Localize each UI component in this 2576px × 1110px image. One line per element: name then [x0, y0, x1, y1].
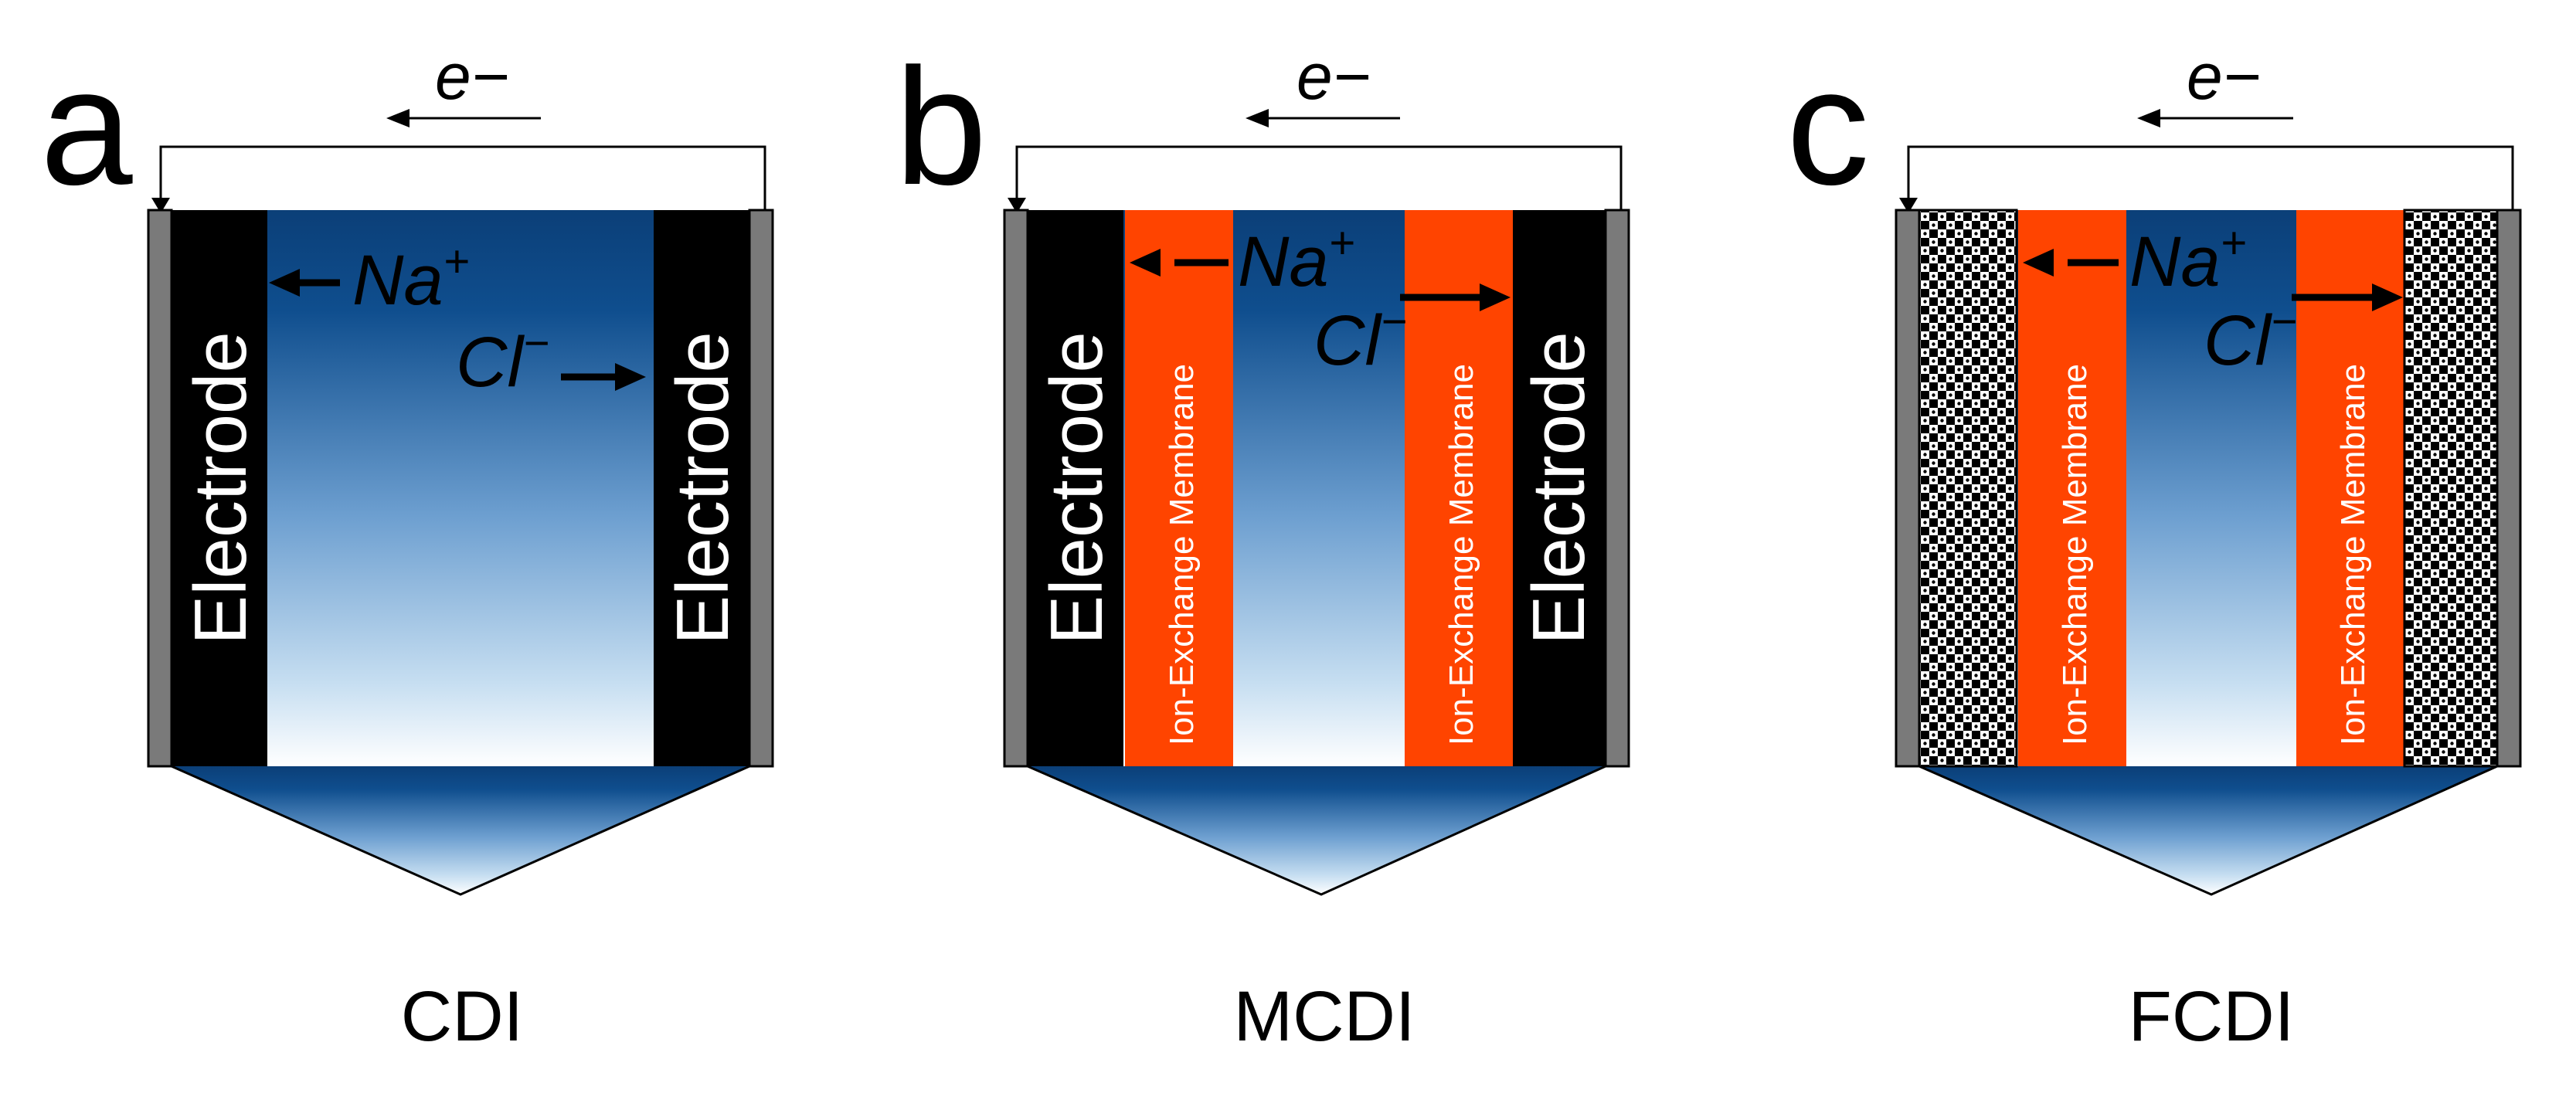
current-collector-right — [2496, 209, 2522, 768]
anion-label: Cl− — [1313, 297, 1407, 380]
anion-label: Cl− — [456, 318, 549, 402]
external-circuit: e− — [1899, 40, 2514, 213]
cation-label: Na+ — [2129, 218, 2246, 301]
anion-migration: Cl− — [2204, 283, 2403, 380]
panel-letter: c — [1786, 33, 1870, 219]
cation-label: Na+ — [352, 236, 469, 320]
membrane-left — [1125, 210, 1233, 766]
membrane-right-label: Ion-Exchange Membrane — [2334, 364, 2372, 745]
current-collector-left — [1895, 209, 1921, 768]
anion-migration: Cl− — [456, 318, 646, 402]
electron-flow-arrow-icon — [1246, 109, 1269, 127]
cation-label: Na+ — [1238, 218, 1354, 301]
panel-caption: CDI — [401, 977, 523, 1056]
electron-label: e− — [435, 40, 509, 113]
electron-label: e− — [1296, 40, 1371, 113]
electron-label: e− — [2187, 40, 2261, 113]
circuit-arrowhead-icon — [151, 198, 170, 213]
arrow-right-icon — [615, 363, 646, 391]
electrode-right-label: Electrode — [661, 331, 744, 645]
outlet-funnel — [172, 766, 749, 894]
electrode-right — [1513, 210, 1606, 766]
membrane-left-label: Ion-Exchange Membrane — [1163, 364, 1201, 745]
external-circuit: e− — [151, 40, 766, 213]
membrane-left — [2018, 210, 2126, 766]
current-collector-left — [147, 209, 173, 768]
panel-fcdi: c e− Ion-Exchange Membrane Ion-Exchange … — [1786, 33, 2522, 1056]
electron-flow-arrow-icon — [386, 109, 410, 127]
panel-cdi: a e− Electrode Electrode Na+ Cl− CDI — [40, 33, 774, 1056]
current-collector-right — [1604, 209, 1630, 768]
electrode-left-label: Electrode — [1035, 331, 1118, 645]
circuit-arrowhead-icon — [1008, 198, 1026, 213]
current-collector-left — [1003, 209, 1029, 768]
arrow-left-icon — [1130, 249, 1161, 277]
flow-electrode-left — [1918, 209, 2018, 768]
current-collector-right — [748, 209, 774, 768]
arrow-right-icon — [1480, 283, 1511, 311]
cation-migration: Na+ — [269, 236, 469, 320]
anion-migration: Cl− — [1313, 283, 1511, 380]
membrane-right-label: Ion-Exchange Membrane — [1443, 364, 1480, 745]
arrow-left-icon — [2023, 249, 2054, 277]
external-circuit: e− — [1008, 40, 1623, 213]
panel-letter: b — [895, 33, 987, 219]
electrode-left — [172, 210, 267, 766]
flow-electrode-right — [2403, 209, 2499, 768]
arrow-right-icon — [2372, 283, 2403, 311]
circuit-arrowhead-icon — [1899, 198, 1918, 213]
membrane-left-label: Ion-Exchange Membrane — [2056, 364, 2094, 745]
cation-migration: Na+ — [1130, 218, 1354, 301]
outlet-funnel — [1028, 766, 1606, 894]
arrow-left-icon — [269, 269, 300, 297]
outlet-funnel — [1919, 766, 2497, 894]
electron-flow-arrow-icon — [2137, 109, 2160, 127]
panel-mcdi: b e− Electrode Ion-Exchange Membrane Ion… — [895, 33, 1630, 1056]
electrode-right-label: Electrode — [1517, 331, 1600, 645]
panel-caption: FCDI — [2129, 977, 2295, 1056]
anion-label: Cl− — [2204, 297, 2297, 380]
electrode-left-label: Electrode — [179, 331, 262, 645]
panel-caption: MCDI — [1233, 977, 1415, 1056]
electrode-left — [1028, 210, 1123, 766]
cation-migration: Na+ — [2023, 218, 2246, 301]
electrode-right — [654, 210, 749, 766]
panel-letter: a — [40, 33, 133, 219]
